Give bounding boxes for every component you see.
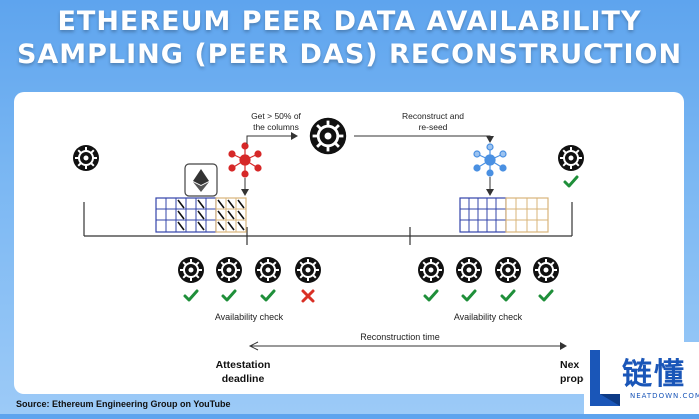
validator-node-icon: [455, 256, 483, 284]
logo-english-text: NEATDOWN.COM: [630, 392, 699, 400]
validator-node-icon: [294, 256, 322, 284]
availability-check-label-right: Availability check: [454, 312, 523, 322]
check-icon: [260, 289, 276, 302]
next-proposer-label-2: propo: [560, 373, 590, 385]
validator-node-icon: [494, 256, 522, 284]
check-icon: [538, 289, 554, 302]
get-columns-label-2: the columns: [253, 122, 299, 132]
check-icon: [500, 289, 516, 302]
availability-check-label-left: Availability check: [215, 312, 284, 322]
next-proposer-label-1: Nex: [560, 359, 579, 371]
check-icon: [461, 289, 477, 302]
diagram-card: Get > 50% of the columns Reconstruct and…: [14, 92, 684, 394]
check-icon: [183, 289, 199, 302]
title-line-2: SAMPLING (PEER DAS) RECONSTRUCTION: [16, 39, 683, 70]
l-logo-icon: [590, 350, 620, 406]
logo-chinese-text: 链懂: [622, 357, 686, 392]
check-icon: [423, 289, 439, 302]
validator-node-icon: [417, 256, 445, 284]
peer-das-diagram: Get > 50% of the columns Reconstruct and…: [72, 111, 590, 385]
validator-node-icon: [254, 256, 282, 284]
validator-node-icon: [177, 256, 205, 284]
attestation-deadline-label-2: deadline: [222, 373, 265, 385]
source-caption: Source: Ethereum Engineering Group on Yo…: [16, 399, 231, 409]
data-columns-grid-right: [459, 197, 549, 233]
reconstruct-label-2: re-seed: [419, 122, 448, 132]
next-proposer-node-icon: [557, 144, 585, 172]
data-columns-grid-left: [155, 197, 247, 233]
next-proposer-check-icon: [563, 175, 579, 188]
reconstruction-time-label: Reconstruction time: [360, 332, 440, 342]
watermark-logo: [584, 342, 699, 414]
red-peer-cluster-icon: [228, 142, 262, 178]
reconstruct-label-1: Reconstruct and: [402, 111, 464, 121]
proposer-node-icon: [72, 144, 100, 172]
ethereum-icon: [184, 163, 218, 197]
get-columns-label-1: Get > 50% of: [251, 111, 301, 121]
blue-peer-cluster-icon: [473, 143, 507, 177]
validator-node-icon: [532, 256, 560, 284]
cross-icon: [301, 289, 315, 303]
check-icon: [221, 289, 237, 302]
title-line-1: ETHEREUM PEER DATA AVAILABILITY: [57, 6, 642, 37]
attestation-deadline-label-1: Attestation: [216, 359, 271, 371]
validator-node-icon: [215, 256, 243, 284]
